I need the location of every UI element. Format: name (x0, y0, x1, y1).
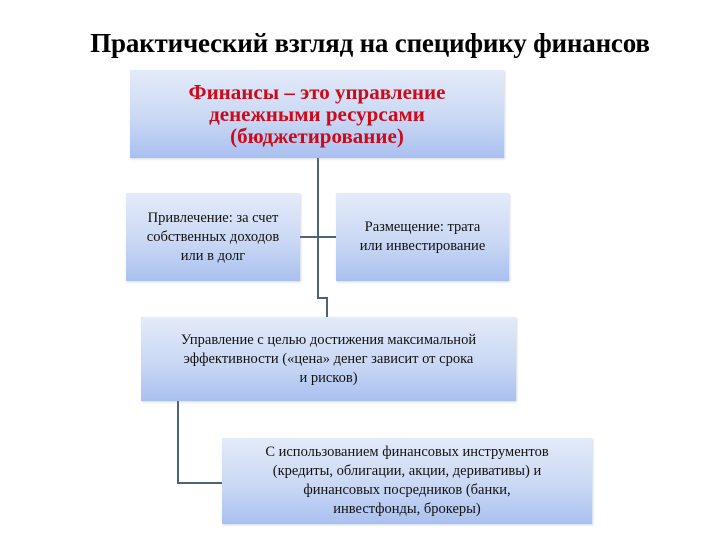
node-placement-line-2: или инвестирование (359, 238, 486, 254)
node-instruments-line-1: С использованием финансовых инструментов (265, 444, 549, 460)
connector-step-vertical (326, 297, 328, 317)
connector-mid-vertical (177, 401, 179, 484)
node-finance-definition-line-3: (бюджетирование) (230, 124, 404, 148)
node-attraction-line-1: Привлечение: за счет (147, 209, 279, 226)
node-attraction-line-2: собственных доходов (146, 228, 280, 245)
node-management: Управление с целью достижения максимальн… (141, 317, 516, 401)
node-placement-line-1: Размещение: трата (364, 219, 481, 235)
node-finance-definition: Финансы – это управление денежными ресур… (130, 70, 504, 158)
node-finance-definition-line-1: Финансы – это управление (188, 80, 446, 104)
node-attraction: Привлечение: за счет собственных доходов… (126, 193, 300, 281)
node-instruments-line-4: инвестфонды, брокеры) (333, 501, 481, 517)
connector-left-branch (300, 236, 318, 238)
node-attraction-line-3: или в долг (180, 247, 246, 264)
slide-title: Практический взгляд на специфику финансо… (90, 28, 650, 58)
node-placement: Размещение: трата или инвестирование (336, 193, 509, 281)
connector-mid-horizontal (177, 482, 222, 484)
connector-right-branch (318, 236, 336, 238)
node-instruments-line-3: финансовых посредников (банки, (303, 482, 511, 498)
node-management-line-2: эффективности («цена» денег зависит от с… (183, 350, 474, 367)
connector-root-vertical (317, 158, 319, 298)
node-finance-definition-line-2: денежными ресурсами (209, 102, 425, 126)
node-management-line-3: и рисков) (299, 369, 358, 386)
connector-step-horizontal (317, 297, 328, 299)
node-instruments: С использованием финансовых инструментов… (222, 438, 592, 524)
node-management-line-1: Управление с целью достижения максимальн… (180, 331, 477, 348)
node-instruments-line-2: (кредиты, облигации, акции, деривативы) … (272, 463, 542, 479)
